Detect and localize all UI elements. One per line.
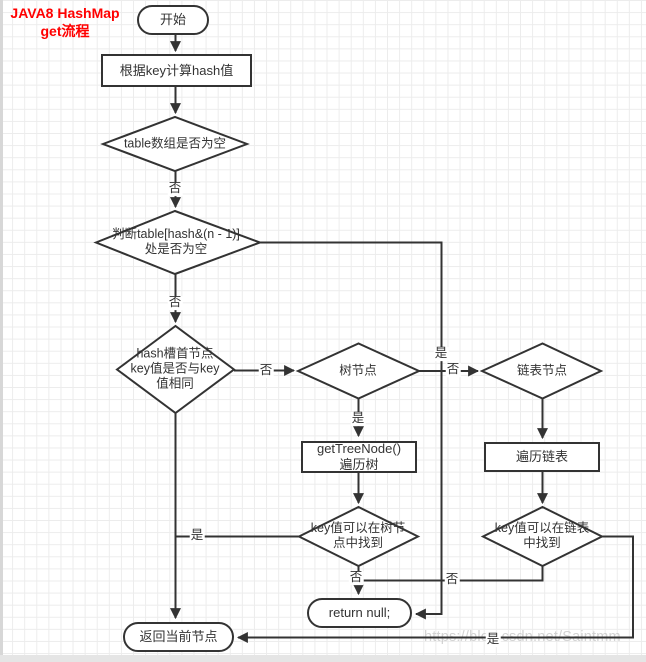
edge-found-list-no-merge: [359, 566, 544, 582]
page-title-line2: get流程: [40, 22, 90, 39]
label-table-empty: table数组是否为空: [123, 136, 227, 151]
diamond-tree-node: [295, 342, 422, 400]
edge-label-found-list-yes: 是: [485, 632, 501, 647]
canvas-bottom-edge: [0, 655, 646, 662]
diamond-found-in-list: [480, 505, 605, 568]
page-title-line1: JAVA8 HashMap: [10, 5, 120, 21]
edge-label-tree-no: 否: [445, 362, 461, 377]
canvas-left-edge: [0, 0, 3, 662]
edge-label-slot-empty-no: 否: [167, 295, 183, 310]
diamond-found-in-tree: [296, 505, 421, 568]
label-found-in-tree: key值可以在树节 点中找到: [310, 521, 406, 550]
diamond-head-key-match: [115, 324, 236, 415]
label-tree-node: 树节点: [339, 363, 377, 378]
edge-found-list-yes-to-return-current: [236, 535, 634, 643]
edge-label-table-empty-no: 否: [167, 181, 183, 196]
node-calc-hash: 根据key计算hash值: [101, 54, 252, 87]
label-head-key-match: hash槽首节点 key值是否与key 值相同: [130, 346, 220, 391]
edge-label-tree-yes: 是: [350, 411, 366, 426]
node-get-tree-node: getTreeNode() 遍历树: [301, 441, 417, 473]
edge-label-head-match-yes: 是: [189, 528, 205, 543]
node-start: 开始: [137, 5, 209, 35]
edge-label-found-list-no: 否: [444, 572, 460, 587]
diamond-list-node: [479, 342, 604, 400]
diamond-table-empty: [100, 115, 250, 173]
diamond-slot-empty: [93, 209, 263, 276]
node-return-current: 返回当前节点: [123, 622, 234, 652]
label-found-in-list: key值可以在链表 中找到: [494, 521, 590, 550]
label-slot-empty: 判断table[hash&(n - 1)] 处是否为空: [112, 227, 240, 256]
node-return-null: return null;: [307, 598, 412, 628]
edge-label-head-match-no: 否: [258, 363, 274, 378]
page-title: JAVA8 HashMap get流程: [4, 5, 126, 40]
edge-label-found-tree-no: 否: [348, 570, 364, 585]
label-list-node: 链表节点: [516, 363, 567, 378]
node-traverse-list: 遍历链表: [484, 442, 600, 472]
decision-shapes: [93, 115, 605, 568]
edge-slot-empty-yes-to-return-null: [260, 241, 443, 620]
edge-label-slot-empty-yes: 是: [433, 346, 449, 361]
